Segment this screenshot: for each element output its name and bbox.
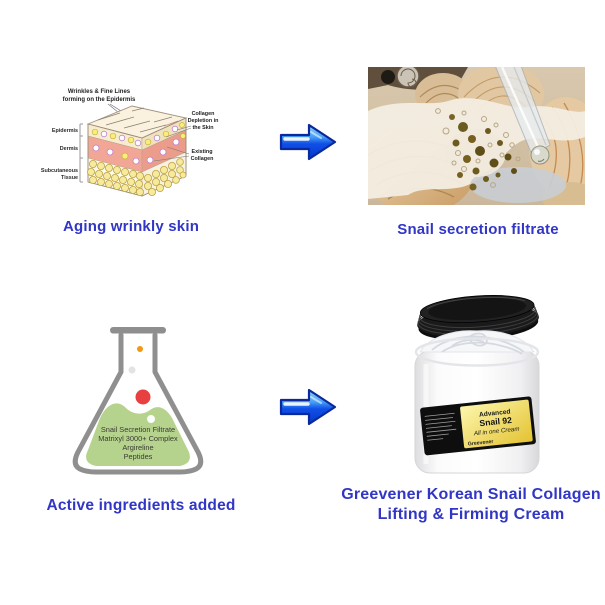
ingredient-line4: Peptides: [124, 452, 153, 461]
jar-label-brand: Greevener: [468, 439, 494, 448]
dermis-label: Dermis: [60, 146, 78, 152]
aging-skin-caption: Aging wrinkly skin: [62, 218, 200, 235]
jar-lid: [417, 295, 539, 341]
dermis-cells: [92, 133, 186, 165]
product-caption-line2: Lifting & Firming Cream: [377, 506, 565, 523]
existing-line1: Existing: [192, 149, 213, 155]
aging-skin-diagram: Wrinkles & Fine Lines forming on the Epi…: [41, 89, 219, 197]
collagen-depletion-label: Collagen Depletion in the Skin: [165, 111, 219, 138]
jar-label-line2: Snail 92: [479, 415, 513, 428]
subcutaneous-label-line2: Tissue: [61, 175, 78, 181]
product-caption-line1: Greevener Korean Snail Collagen: [341, 486, 601, 503]
subcutaneous-label-line1: Subcutaneous: [41, 168, 78, 174]
foam-bubbles: [435, 108, 521, 191]
pipette: [495, 67, 551, 165]
arrow-right-icon: [279, 388, 337, 426]
existing-leader-line: [153, 146, 190, 162]
ingredient-line1: Snail Secretion Filtrate: [101, 425, 175, 434]
wrinkles-label-line1: Wrinkles & Fine Lines: [68, 89, 131, 95]
epidermis-label: Epidermis: [52, 128, 78, 134]
product-jar: Advanced Snail 92 All in one Cream Greev…: [414, 295, 540, 474]
existing-collagen-label: Existing Collagen: [153, 146, 214, 162]
ingredients-flask: Snail Secretion Filtrate Matrixyl 3000+ …: [72, 327, 204, 475]
skin-cube: [86, 105, 188, 197]
depletion-line3: the Skin: [193, 125, 214, 131]
layer-bracket: [79, 123, 83, 183]
jar-label-line1: Advanced: [479, 408, 511, 418]
flask-liquid: [86, 403, 190, 466]
depletion-leader-line: [165, 125, 192, 138]
active-ingredients-caption: Active ingredients added: [46, 497, 236, 514]
snail-secretion-photo: [368, 67, 585, 205]
jar-label-line3: All in one Cream: [473, 426, 520, 438]
epidermis-cells: [91, 122, 185, 147]
flask-bubbles: [128, 346, 155, 423]
ingredient-line2: Matrixyl 3000+ Complex: [98, 434, 178, 443]
product-caption: Greevener Korean Snail Collagen Lifting …: [338, 485, 604, 525]
ingredient-line3: Argireline: [122, 443, 153, 452]
wrinkles-label-line2: forming on the Epidermis: [63, 97, 136, 103]
snail-filtrate-caption: Snail secretion filtrate: [397, 221, 559, 238]
arrow-right-icon: [279, 123, 337, 161]
jar-label: Advanced Snail 92 All in one Cream Greev…: [420, 396, 536, 456]
depletion-line1: Collagen: [192, 111, 215, 117]
depletion-line2: Depletion in: [188, 118, 219, 124]
fat-cells: [87, 158, 187, 197]
existing-line2: Collagen: [191, 156, 214, 162]
label-fine-print: [424, 412, 457, 441]
shell-opening-dark: [381, 70, 395, 84]
wrinkle-lines: [97, 107, 173, 133]
flask-rim: [110, 327, 166, 334]
